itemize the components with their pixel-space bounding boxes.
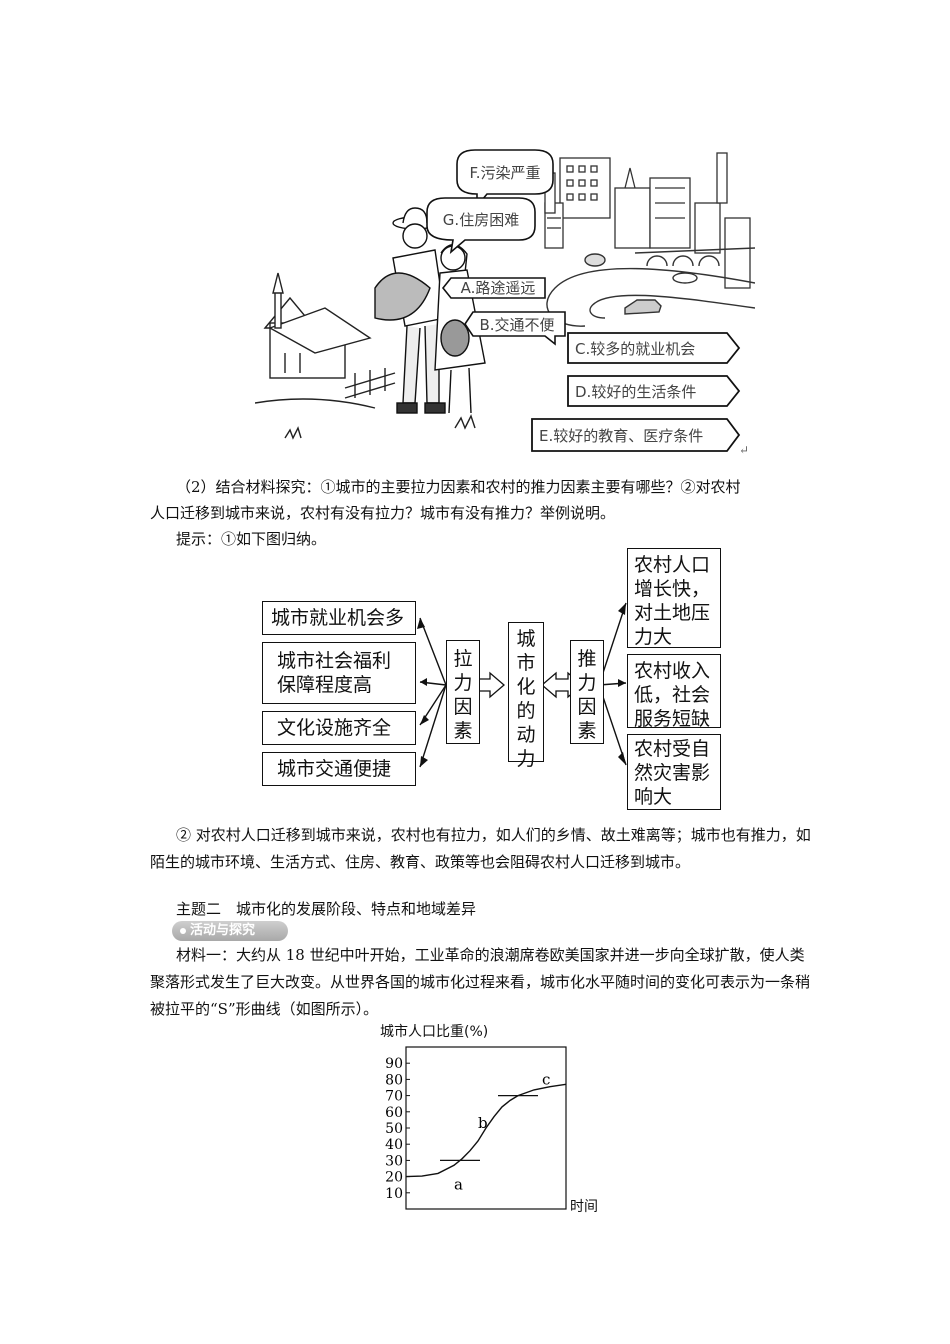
bubble-F: F.污染严重: [456, 149, 554, 209]
push-item-2: 农村收入低，社会服务短缺: [627, 654, 721, 730]
farmhouse: [255, 272, 476, 440]
push-factors-box: 推力因素: [570, 640, 604, 744]
svg-text:C.较多的就业机会: C.较多的就业机会: [575, 340, 695, 358]
hint-text: 提示：①如下图归纳。: [176, 530, 327, 548]
migration-illustration: F.污染严重 G.住房困难 A.路途遥远 B.交通不便 C.较多的就业机会 D.…: [255, 149, 755, 457]
y-tick-label: 90: [385, 1056, 403, 1072]
arrow-D: D.较好的生活条件: [567, 375, 741, 407]
chart-xlabel: 时间: [570, 1199, 598, 1215]
y-tick-label: 40: [385, 1137, 403, 1153]
activity-badge: 活动与探究: [172, 921, 288, 941]
y-tick-label: 10: [385, 1186, 403, 1202]
push-item-3: 农村受自然灾害影响大: [627, 734, 721, 810]
answer-2: ② 对农村人口迁移到城市来说，农村也有拉力，如人们的乡情、故土难离等；城市也有推…: [150, 826, 811, 871]
svg-text:G.住房困难: G.住房困难: [443, 211, 519, 229]
svg-text:B.交通不便: B.交通不便: [479, 316, 554, 334]
bubble-A: A.路途遥远: [441, 277, 546, 299]
activity-badge-label: 活动与探究: [190, 923, 256, 938]
y-tick-label: 70: [385, 1089, 403, 1105]
topic-2-heading: 主题二 城市化的发展阶段、特点和地域差异: [176, 900, 477, 918]
city-skyline: [544, 152, 751, 289]
road: [546, 247, 755, 327]
stage-label-a: a: [454, 1176, 463, 1194]
urbanization-drivers-box: 城市化的动力: [508, 622, 544, 770]
pull-item-4: 城市交通便捷: [262, 752, 416, 786]
arrow-E: E.较好的教育、医疗条件: [531, 418, 741, 452]
chart-ylabel: 城市人口比重(%): [380, 1024, 489, 1040]
y-tick-label: 80: [385, 1072, 403, 1088]
svg-text:A.路途遥远: A.路途遥远: [461, 279, 536, 297]
pull-item-1: 城市就业机会多: [262, 601, 416, 635]
migrant-couple: [374, 207, 486, 414]
y-tick-label: 30: [385, 1153, 403, 1169]
material-1: 材料一：大约从 18 世纪中叶开始，工业革命的浪潮席卷欧美国家并进一步向全球扩散…: [150, 946, 811, 1018]
arrow-C: C.较多的就业机会: [567, 332, 741, 364]
question-line-1: （2）结合材料探究：①城市的主要拉力因素和农村的推力因素主要有哪些？②对农村: [176, 478, 741, 496]
y-tick-label: 50: [385, 1121, 403, 1137]
stage-label-c: c: [542, 1070, 550, 1088]
svg-text:D.较好的生活条件: D.较好的生活条件: [575, 383, 696, 401]
pull-item-2: 城市社会福利保障程度高: [262, 642, 416, 704]
svg-text:F.污染严重: F.污染严重: [470, 164, 541, 182]
question-line-2: 人口迁移到城市来说，农村有没有拉力？城市有没有推力？举例说明。: [150, 504, 616, 522]
pull-item-3: 文化设施齐全: [262, 711, 416, 745]
return-mark: ↵: [739, 443, 749, 457]
bubble-G: G.住房困难: [426, 197, 536, 255]
s-curve-series: [405, 1083, 567, 1178]
y-tick-label: 20: [385, 1170, 403, 1186]
pull-factors-box: 拉力因素: [446, 640, 480, 744]
stage-label-b: b: [478, 1114, 488, 1132]
bullet-icon: [180, 927, 186, 934]
svg-text:E.较好的教育、医疗条件: E.较好的教育、医疗条件: [539, 427, 703, 445]
y-tick-label: 60: [385, 1105, 403, 1121]
push-item-1: 农村人口增长快，对土地压力大: [627, 548, 721, 648]
bubble-B: B.交通不便: [464, 311, 566, 346]
